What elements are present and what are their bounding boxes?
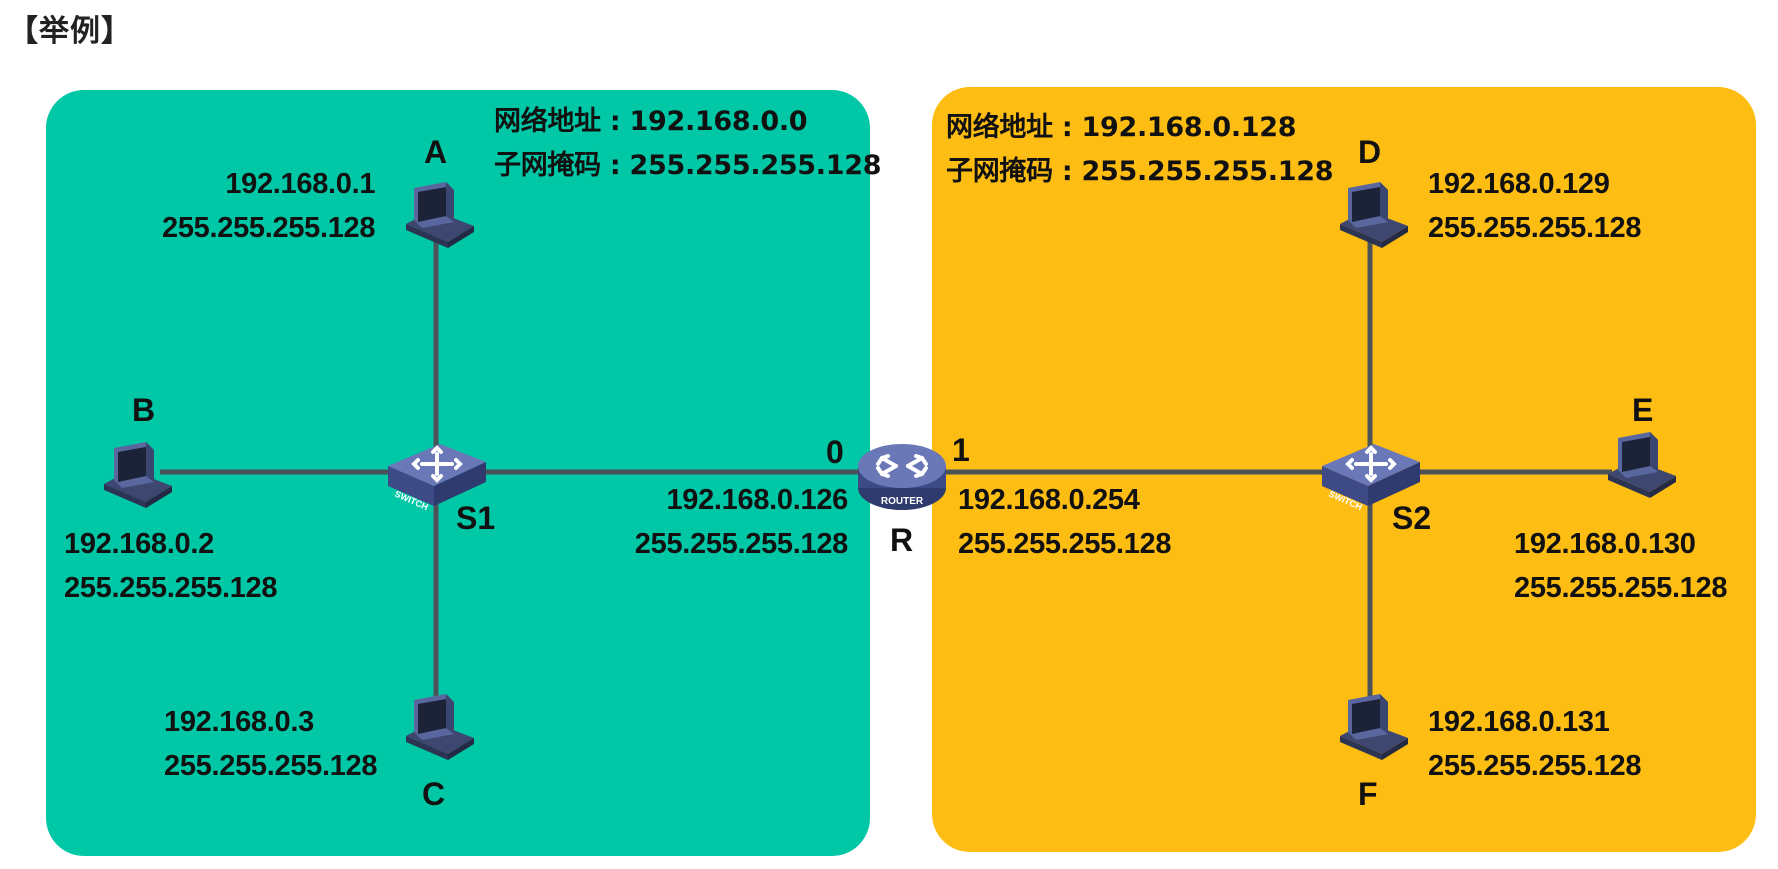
left-subnet-mask: 子网掩码 : 255.255.255.128	[494, 150, 882, 181]
right-network-address: 网络地址 : 192.168.0.128	[946, 112, 1297, 143]
switch-s1-label: S1	[456, 500, 496, 536]
host-c-address: 192.168.0.3 255.255.255.128	[164, 700, 378, 788]
host-f-label: F	[1358, 776, 1378, 812]
host-d-label: D	[1358, 134, 1382, 170]
host-f-mask: 255.255.255.128	[1428, 750, 1642, 782]
host-d-mask: 255.255.255.128	[1428, 212, 1642, 244]
router-port0-label: 0	[826, 434, 844, 470]
router-port1-mask: 255.255.255.128	[958, 528, 1172, 560]
host-b-ip: 192.168.0.2	[64, 528, 214, 560]
host-c-ip: 192.168.0.3	[164, 706, 314, 738]
host-c-label: C	[422, 776, 446, 812]
computer-icon	[1340, 694, 1408, 760]
host-a-ip: 192.168.0.1	[225, 168, 376, 200]
router-port0-address: 192.168.0.126 255.255.255.128	[630, 478, 849, 566]
host-c-mask: 255.255.255.128	[164, 750, 378, 782]
computer-icon	[1340, 182, 1408, 248]
left-network-address: 网络地址 : 192.168.0.0	[494, 106, 808, 137]
router-port1-label: 1	[952, 432, 970, 468]
computer-icon	[406, 182, 474, 248]
router-port0-mask: 255.255.255.128	[634, 528, 849, 560]
host-b-mask: 255.255.255.128	[64, 572, 278, 604]
host-e-label: E	[1632, 392, 1654, 428]
switch-icon: SWITCH	[1322, 444, 1420, 512]
router-port1-ip: 192.168.0.254	[958, 484, 1140, 516]
host-d-ip: 192.168.0.129	[1428, 168, 1610, 200]
host-f-address: 192.168.0.131 255.255.255.128	[1428, 700, 1642, 788]
router-label: R	[890, 522, 914, 558]
host-a-address: 192.168.0.1 255.255.255.128	[162, 162, 376, 250]
router-caption: ROUTER	[881, 496, 924, 507]
left-network-info: 网络地址 : 192.168.0.0 子网掩码 : 255.255.255.12…	[494, 100, 882, 188]
right-subnet-mask: 子网掩码 : 255.255.255.128	[946, 156, 1334, 187]
host-a-label: A	[424, 134, 448, 170]
page-title: 【举例】	[8, 14, 132, 49]
right-network-info: 网络地址 : 192.168.0.128 子网掩码 : 255.255.255.…	[946, 106, 1334, 194]
host-b-address: 192.168.0.2 255.255.255.128	[64, 522, 278, 610]
host-b-label: B	[132, 392, 156, 428]
switch-s2-label: S2	[1392, 500, 1432, 536]
host-a-mask: 255.255.255.128	[162, 212, 376, 244]
host-e-ip: 192.168.0.130	[1514, 528, 1696, 560]
switch-icon: SWITCH	[388, 444, 486, 512]
host-f-ip: 192.168.0.131	[1428, 706, 1610, 738]
router-port1-address: 192.168.0.254 255.255.255.128	[958, 478, 1172, 566]
router-port0-ip: 192.168.0.126	[666, 484, 848, 516]
host-e-address: 192.168.0.130 255.255.255.128	[1514, 522, 1728, 610]
computer-icon	[1608, 432, 1676, 498]
host-d-address: 192.168.0.129 255.255.255.128	[1428, 162, 1642, 250]
host-e-mask: 255.255.255.128	[1514, 572, 1728, 604]
router-icon: ROUTER	[858, 444, 946, 510]
computer-icon	[104, 442, 172, 508]
computer-icon	[406, 694, 474, 760]
